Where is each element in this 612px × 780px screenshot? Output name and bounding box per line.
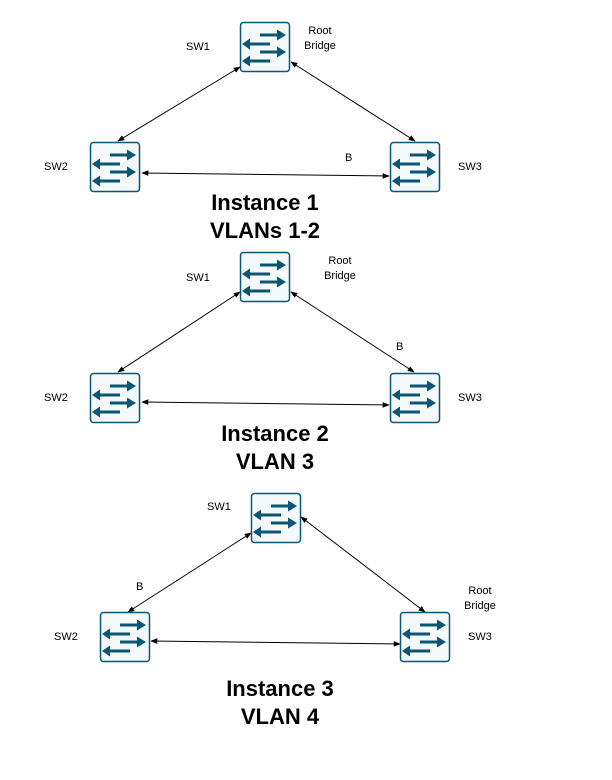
switch-label-sw1: SW1 [207,501,231,513]
switch-label-sw3: SW3 [458,392,482,404]
network-switch-icon [399,611,451,663]
switch-label-sw2: SW2 [54,631,78,643]
root-bridge-label-line1: Root [308,25,331,37]
instance-3: SW1 SW2 SW3 Root Bridge B Instance 3 VLA… [54,492,496,729]
link-sw1-sw2 [117,291,241,373]
network-switch-icon [389,372,441,424]
link-sw2-sw3 [141,170,390,179]
instance-title: Instance 1 [211,190,319,215]
link-sw1-sw2 [127,532,252,613]
blocked-port-marker: B [345,152,352,164]
network-switch-icon [99,611,151,663]
instance-title: Instance 2 [221,421,329,446]
network-switch-icon [89,141,141,193]
link-sw1-sw3 [290,61,416,142]
network-switch-icon [239,21,291,73]
root-bridge-label-line2: Bridge [464,600,496,612]
switch-label-sw1: SW1 [186,41,210,53]
switch-label-sw1: SW1 [186,272,210,284]
link-sw1-sw3 [290,291,415,373]
root-bridge-label-line1: Root [468,585,491,597]
instance-title: Instance 3 [226,676,334,701]
instance-vlans: VLAN 3 [236,449,314,474]
network-switch-icon [250,492,302,544]
root-bridge-label-line2: Bridge [304,40,336,52]
instance-vlans: VLANs 1-2 [210,218,320,243]
root-bridge-label-line2: Bridge [324,270,356,282]
switch-label-sw3: SW3 [468,631,492,643]
link-sw2-sw3 [141,399,390,408]
instance-vlans: VLAN 4 [241,704,320,729]
link-sw2-sw3 [150,638,401,647]
network-switch-icon [239,251,291,303]
network-switch-icon [89,372,141,424]
blocked-port-marker: B [136,581,143,593]
switch-label-sw2: SW2 [44,392,68,404]
switch-label-sw3: SW3 [458,161,482,173]
switch-label-sw2: SW2 [44,161,68,173]
instance-1: SW1 SW2 SW3 Root Bridge B Instance 1 VLA… [44,21,482,243]
network-switch-icon [389,141,441,193]
link-sw1-sw2 [117,66,241,142]
root-bridge-label-line1: Root [328,255,351,267]
link-sw1-sw3 [300,516,426,613]
instance-2: SW1 SW2 SW3 Root Bridge B Instance 2 VLA… [44,251,482,474]
blocked-port-marker: B [396,341,403,353]
